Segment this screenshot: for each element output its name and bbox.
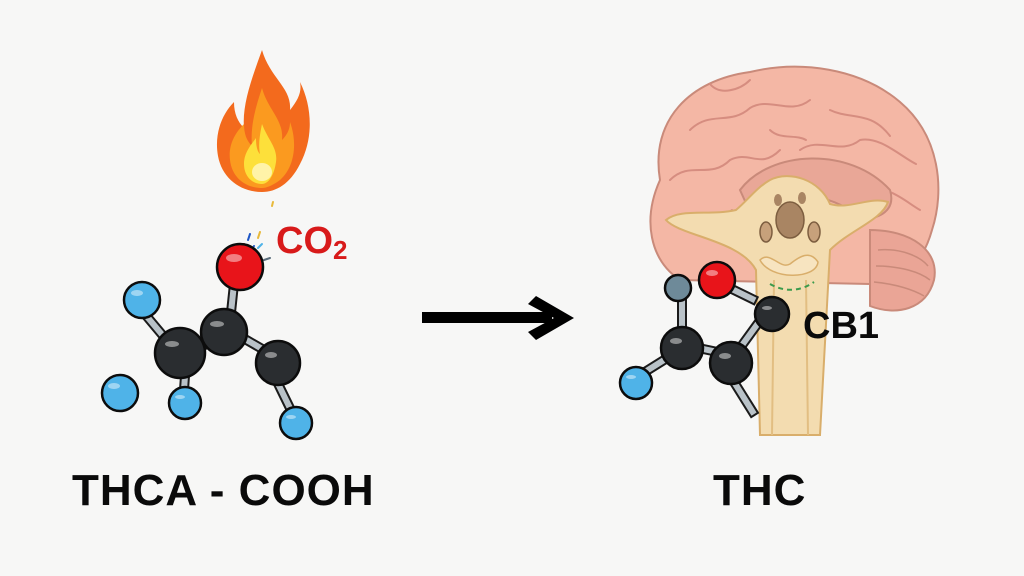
co2-text: CO (276, 220, 333, 262)
thc-molecule (618, 260, 791, 419)
thca-molecule (100, 242, 314, 441)
thc-label: THC (713, 466, 807, 515)
fire-icon (216, 50, 310, 192)
thca-label: THCA - COOH (72, 466, 375, 515)
co2-label: CO2 (276, 222, 347, 263)
cb1-receptor-label: CB1 (803, 305, 880, 347)
co2-subscript: 2 (333, 235, 348, 265)
right-arrow-icon (422, 296, 574, 340)
